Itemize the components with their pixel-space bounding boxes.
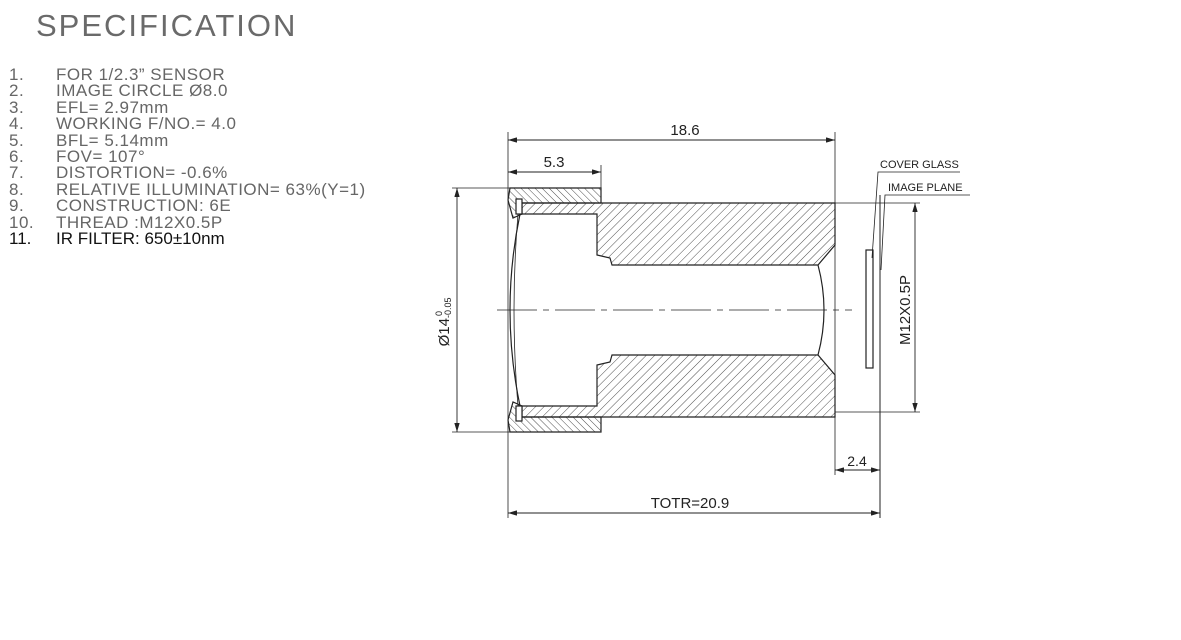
spec-text: IMAGE CIRCLE Ø8.0 — [56, 81, 228, 101]
spec-text: THREAD :M12X0.5P — [56, 212, 223, 232]
spec-text: RELATIVE ILLUMINATION= 63%(Y=1) — [56, 179, 366, 199]
diameter-tol-upper: 0 — [434, 311, 444, 316]
spec-number: 11. — [9, 228, 32, 248]
cover-glass-label: COVER GLASS — [880, 159, 959, 171]
spec-number: 6. — [9, 146, 25, 166]
spec-text: BFL= 5.14mm — [56, 130, 169, 150]
spec-number: 9. — [9, 196, 25, 216]
spec-item: 5. BFL= 5.14mm — [9, 130, 366, 150]
spec-item: 4. WORKING F/NO.= 4.0 — [9, 114, 366, 134]
image-plane-leader — [880, 194, 970, 271]
back-distance-label: 2.4 — [847, 453, 867, 469]
spec-item: 9. CONSTRUCTION: 6E — [9, 196, 366, 216]
image-plane-label: IMAGE PLANE — [888, 182, 963, 194]
spec-number: 5. — [9, 130, 25, 150]
spec-item: 1. FOR 1/2.3” SENSOR — [9, 65, 366, 84]
spec-text: CONSTRUCTION: 6E — [56, 196, 232, 216]
barrel-body-bottom — [519, 354, 836, 418]
thread-label: M12X0.5P — [897, 275, 914, 345]
spec-number: 7. — [9, 163, 25, 183]
spec-text: FOV= 107° — [56, 146, 146, 166]
cover-glass-leader — [871, 171, 960, 259]
spec-text: EFL= 2.97mm — [56, 97, 169, 117]
barrel-body-top — [519, 202, 836, 266]
spec-number: 1. — [9, 65, 25, 84]
spec-number: 2. — [9, 81, 25, 101]
spec-item: 7. DISTORTION= -0.6% — [9, 163, 366, 183]
spec-text: WORKING F/NO.= 4.0 — [56, 114, 237, 134]
spec-item: 3. EFL= 2.97mm — [9, 97, 366, 117]
spec-text: IR FILTER: 650±10nm — [56, 228, 225, 248]
spec-item: 8. RELATIVE ILLUMINATION= 63%(Y=1) — [9, 179, 366, 199]
overall-length-label: 18.6 — [670, 122, 699, 139]
spec-number: 3. — [9, 97, 25, 117]
spec-list: 1.FOR 1/2.3” SENSOR 2.IMAGE CIRCLE Ø8.0 … — [9, 65, 366, 248]
diameter-label: Ø14 — [436, 318, 453, 346]
cover-glass — [865, 249, 874, 369]
spec-number: 10. — [9, 212, 35, 232]
diameter-tol-lower: -0.05 — [443, 297, 453, 318]
spec-text: FOR 1/2.3” SENSOR — [56, 65, 226, 84]
spec-text: DISTORTION= -0.6% — [56, 163, 228, 183]
spec-number: 4. — [9, 114, 25, 134]
spec-item: 2. IMAGE CIRCLE Ø8.0 — [9, 81, 366, 101]
spec-item: 10. THREAD :M12X0.5P — [9, 212, 366, 232]
spec-number: 8. — [9, 179, 25, 199]
spec-item: 11. IR FILTER: 650±10nm — [9, 228, 366, 248]
spec-item: 6. FOV= 107° — [9, 146, 366, 166]
page-title: SPECIFICATION — [36, 8, 298, 43]
totr-label: TOTR=20.9 — [651, 495, 730, 512]
front-ring-length-label: 5.3 — [544, 154, 565, 171]
